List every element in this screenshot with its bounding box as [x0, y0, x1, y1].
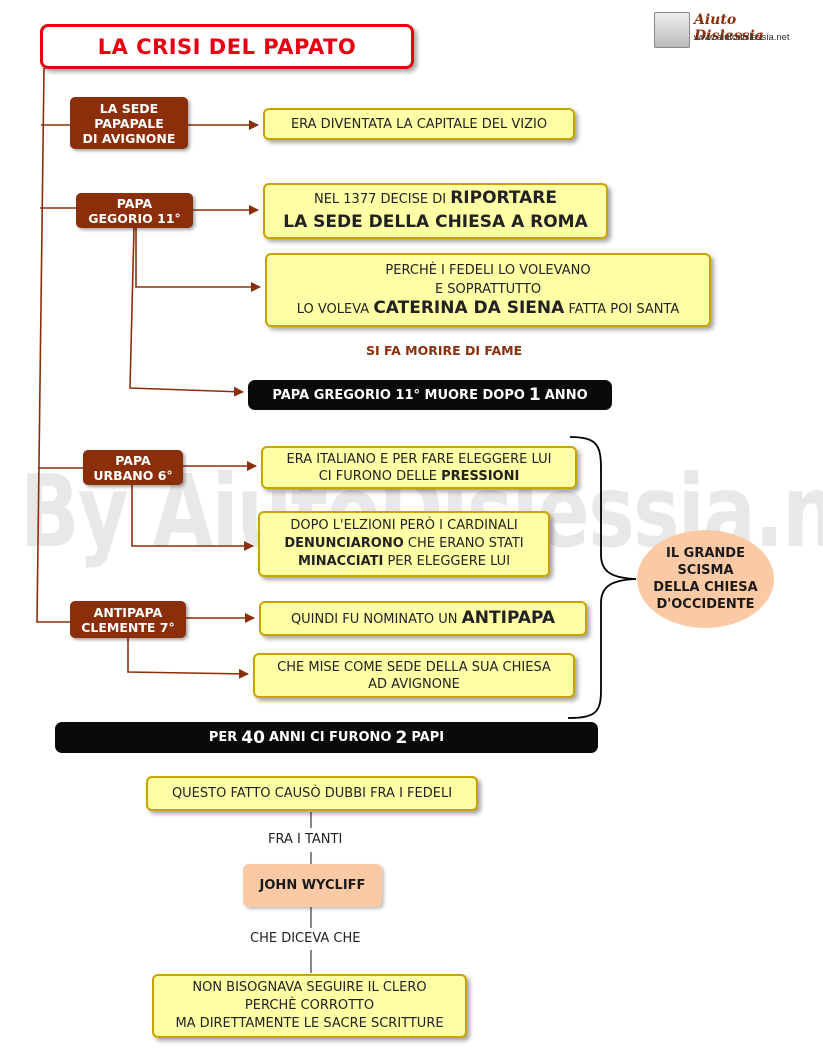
urbano-box2-mid: CHE ERANO STATI [403, 536, 524, 551]
final-line3: MA DIRETTAMENTE LE SACRE SCRITTURE [175, 1016, 444, 1031]
urbano-box1-line1: ERA ITALIANO E PER FARE ELEGGERE LUI [286, 451, 552, 467]
sede-desc: ERA DIVENTATA LA CAPITALE DEL VIZIO [290, 116, 548, 132]
scisma-line3: DELLA CHIESA [653, 580, 758, 595]
summary-mid: ANNI CI FURONO [268, 730, 392, 745]
clemente-box1-pre: QUINDI FU NOMINATO UN [290, 611, 462, 627]
gregorio-box2-line3: LO VOLEVA CATERINA DA SIENA FATTA POI SA… [297, 299, 680, 319]
node-papa-urbano: PAPA URBANO 6° [83, 450, 183, 485]
gregorio-box1-pre: NEL 1377 DECISE DI [313, 192, 451, 207]
note-morire-fame: SI FA MORIRE DI FAME [366, 343, 523, 358]
clemente-box1-line: QUINDI FU NOMINATO UN ANTIPAPA [290, 607, 556, 628]
death-post: ANNO [544, 387, 588, 403]
clemente-label-2: CLEMENTE 7° [81, 619, 175, 635]
box-pressioni: ERA ITALIANO E PER FARE ELEGGERE LUI CI … [261, 446, 577, 489]
box-sede-vizio: ERA DIVENTATA LA CAPITALE DEL VIZIO [263, 108, 575, 140]
gregorio-box2-post: FATTA POI SANTA [564, 302, 680, 317]
box-summary-due-papi: PER 40 ANNI CI FURONO 2 PAPI [55, 722, 598, 753]
urbano-box2-post: PER ELEGGERE LUI [383, 554, 511, 569]
clemente-box1-bold: ANTIPAPA [461, 607, 556, 628]
urbano-label-1: PAPA [115, 452, 151, 468]
consequence-box: QUESTO FATTO CAUSÒ DUBBI FRA I FEDELI [171, 786, 453, 801]
logo-name: Aiuto Dislessia [694, 12, 764, 44]
gregorio-box2-line1: PERCHÈ I FEDELI LO VOLEVANO [385, 263, 591, 278]
box-riportare-sede: NEL 1377 DECISE DI RIPORTARE LA SEDE DEL… [263, 183, 608, 239]
gregorio-box1-bold2: LA SEDE DELLA CHIESA A ROMA [283, 212, 588, 232]
scisma-line1: IL GRANDE [666, 546, 745, 561]
urbano-label-2: URBANO 6° [93, 467, 173, 483]
death-pre: PAPA GREGORIO 11° MUORE DOPO [272, 387, 525, 403]
title-text: LA CRISI DEL PAPATO [97, 34, 357, 59]
summary-num2: 2 [395, 727, 408, 748]
scisma-line2: SCISMA [677, 563, 734, 578]
urbano-box2-line2: DENUNCIARONO CHE ERANO STATI [284, 535, 523, 553]
final-line2: PERCHÈ CORROTTO [244, 998, 375, 1013]
urbano-box1-line2: CI FURONO DELLE PRESSIONI [319, 468, 520, 485]
scisma-line4: D'OCCIDENTE [656, 597, 755, 612]
scisma-ellipse: IL GRANDE SCISMA DELLA CHIESA D'OCCIDENT… [637, 530, 774, 628]
sede-label-1: LA SEDE [99, 100, 159, 116]
gregorio-label-2: GEGORIO 11° [88, 210, 181, 226]
node-papa-gregorio: PAPA GEGORIO 11° [76, 193, 193, 228]
node-sede-avignone: LA SEDE PAPAPALE DI AVIGNONE [70, 97, 188, 149]
link-fra-i-tanti: FRA I TANTI [266, 832, 345, 847]
aiutodislessia-logo: Aiuto Dislessia www.aiutodislessia.net [654, 10, 809, 50]
death-num: 1 [528, 385, 541, 405]
box-antipapa: QUINDI FU NOMINATO UN ANTIPAPA [259, 601, 587, 636]
summary-pre: PER [208, 730, 238, 745]
clemente-box2-line1: CHE MISE COME SEDE DELLA SUA CHIESA [277, 659, 551, 675]
gregorio-box1-bold1: RIPORTARE [450, 188, 558, 208]
book-icon [654, 12, 690, 48]
box-gregorio-muore: PAPA GREGORIO 11° MUORE DOPO 1 ANNO [248, 380, 612, 410]
node-antipapa-clemente: ANTIPAPA CLEMENTE 7° [70, 601, 186, 638]
link-che-diceva: CHE DICEVA CHE [248, 931, 363, 946]
gregorio-box2-line2: E SOPRATTUTTO [434, 282, 542, 297]
final-line1: NON BISOGNAVA SEGUIRE IL CLERO [192, 980, 427, 995]
box-john-wycliff: JOHN WYCLIFF [243, 864, 382, 907]
urbano-box2-bold1: DENUNCIARONO [284, 536, 404, 551]
gregorio-box2-pre: LO VOLEVA [296, 302, 374, 317]
summary-post: PAPI [411, 730, 445, 745]
gregorio-box2-bold: CATERINA DA SIENA [373, 298, 565, 318]
box-dubbi-fedeli: QUESTO FATTO CAUSÒ DUBBI FRA I FEDELI [146, 776, 478, 811]
urbano-box2-line3: MINACCIATI PER ELEGGERE LUI [298, 553, 510, 571]
gregorio-label-1: PAPA [116, 195, 153, 211]
clemente-label-1: ANTIPAPA [93, 604, 163, 620]
summary-num1: 40 [241, 727, 265, 748]
box-caterina-siena: PERCHÈ I FEDELI LO VOLEVANO E SOPRATTUTT… [265, 253, 711, 327]
sede-label-2: PAPAPALE [94, 115, 164, 131]
urbano-box1-pre: CI FURONO DELLE [318, 468, 442, 484]
page-title: LA CRISI DEL PAPATO [40, 24, 414, 69]
logo-url: www.aiutodislessia.net [694, 32, 790, 43]
sede-label-3: DI AVIGNONE [82, 130, 176, 146]
urbano-box2-bold2: MINACCIATI [297, 554, 384, 569]
box-sacre-scritture: NON BISOGNAVA SEGUIRE IL CLERO PERCHÈ CO… [152, 974, 467, 1038]
clemente-box2-line2: AD AVIGNONE [368, 676, 460, 692]
gregorio-box1-line1: NEL 1377 DECISE DI RIPORTARE [314, 187, 557, 211]
gregorio-box1-line2: LA SEDE DELLA CHIESA A ROMA [283, 211, 588, 235]
person-name: JOHN WYCLIFF [259, 878, 366, 893]
urbano-box1-bold: PRESSIONI [441, 468, 520, 484]
box-sede-avignone: CHE MISE COME SEDE DELLA SUA CHIESA AD A… [253, 653, 575, 698]
box-denunciarono: DOPO L'ELZIONI PERÒ I CARDINALI DENUNCIA… [258, 511, 550, 577]
urbano-box2-line1: DOPO L'ELZIONI PERÒ I CARDINALI [290, 518, 518, 533]
